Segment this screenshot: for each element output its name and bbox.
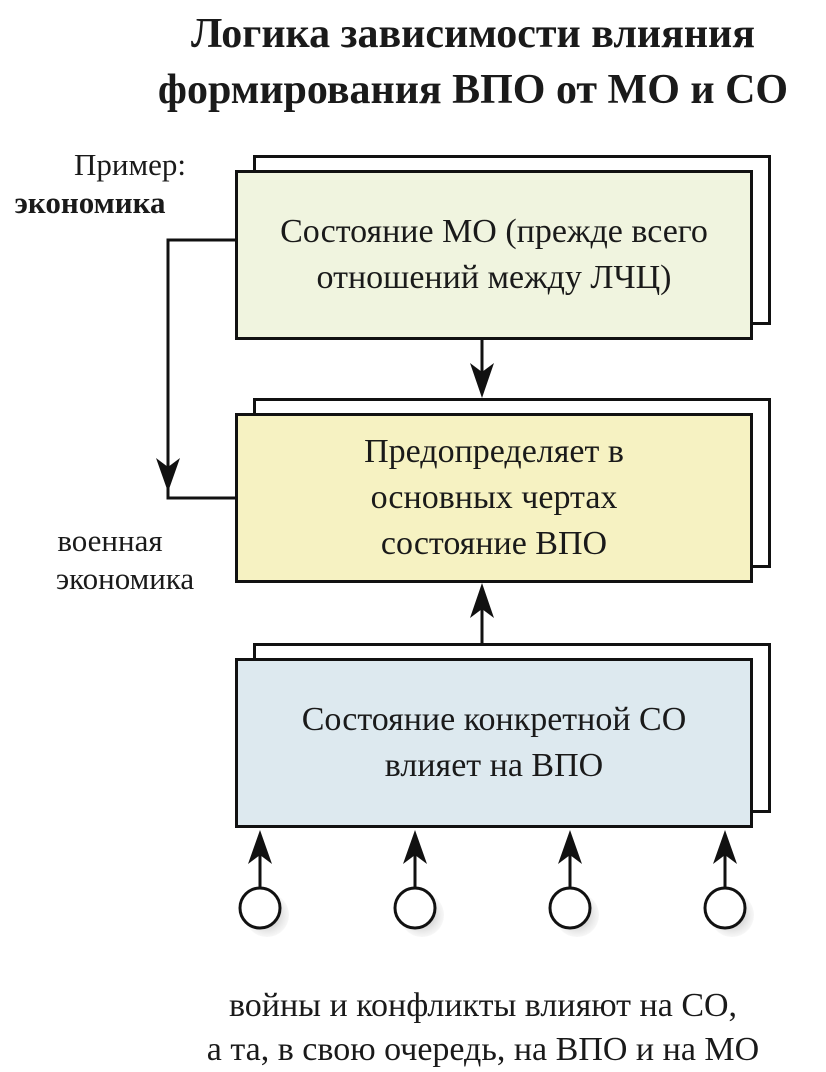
vpo-determination-text: Предопределяет в основных чертах состоян…	[364, 433, 624, 562]
caption-line2: а та, в свою очередь, на ВПО и на МО	[206, 1031, 760, 1068]
conflict-node-4	[703, 830, 754, 937]
mo-to-vpo-arrow	[470, 340, 494, 398]
caption-line1: войны и конфликты влияют на СО,	[228, 987, 738, 1024]
example-value: экономика	[14, 185, 166, 220]
example-prefix: Пример:	[74, 147, 186, 182]
diagram-title: Логика зависимости влияния формирования …	[157, 11, 789, 113]
mo-state-text: Состояние МО (прежде всего отношений меж…	[280, 213, 708, 296]
example-label: Пример: экономика	[0, 146, 220, 222]
economy-loop-arrow	[156, 238, 235, 500]
so-state-box: Состояние конкретной СО влияет на ВПО	[235, 658, 753, 828]
so-state-text: Состояние конкретной СО влияет на ВПО	[301, 701, 687, 784]
military-economy-line2: экономика	[55, 561, 195, 596]
conflict-node-3	[548, 830, 599, 937]
conflict-input-nodes	[238, 830, 754, 937]
caption: войны и конфликты влияют на СО, а та, в …	[140, 984, 826, 1072]
so-to-vpo-arrow	[470, 583, 494, 643]
conflict-node-2	[393, 830, 444, 937]
conflict-node-1	[238, 830, 289, 937]
military-economy-label: военная экономика	[20, 522, 220, 598]
mo-state-box: Состояние МО (прежде всего отношений меж…	[235, 170, 753, 340]
vpo-determination-box: Предопределяет в основных чертах состоян…	[235, 413, 753, 583]
military-economy-line1: военная	[57, 523, 163, 558]
